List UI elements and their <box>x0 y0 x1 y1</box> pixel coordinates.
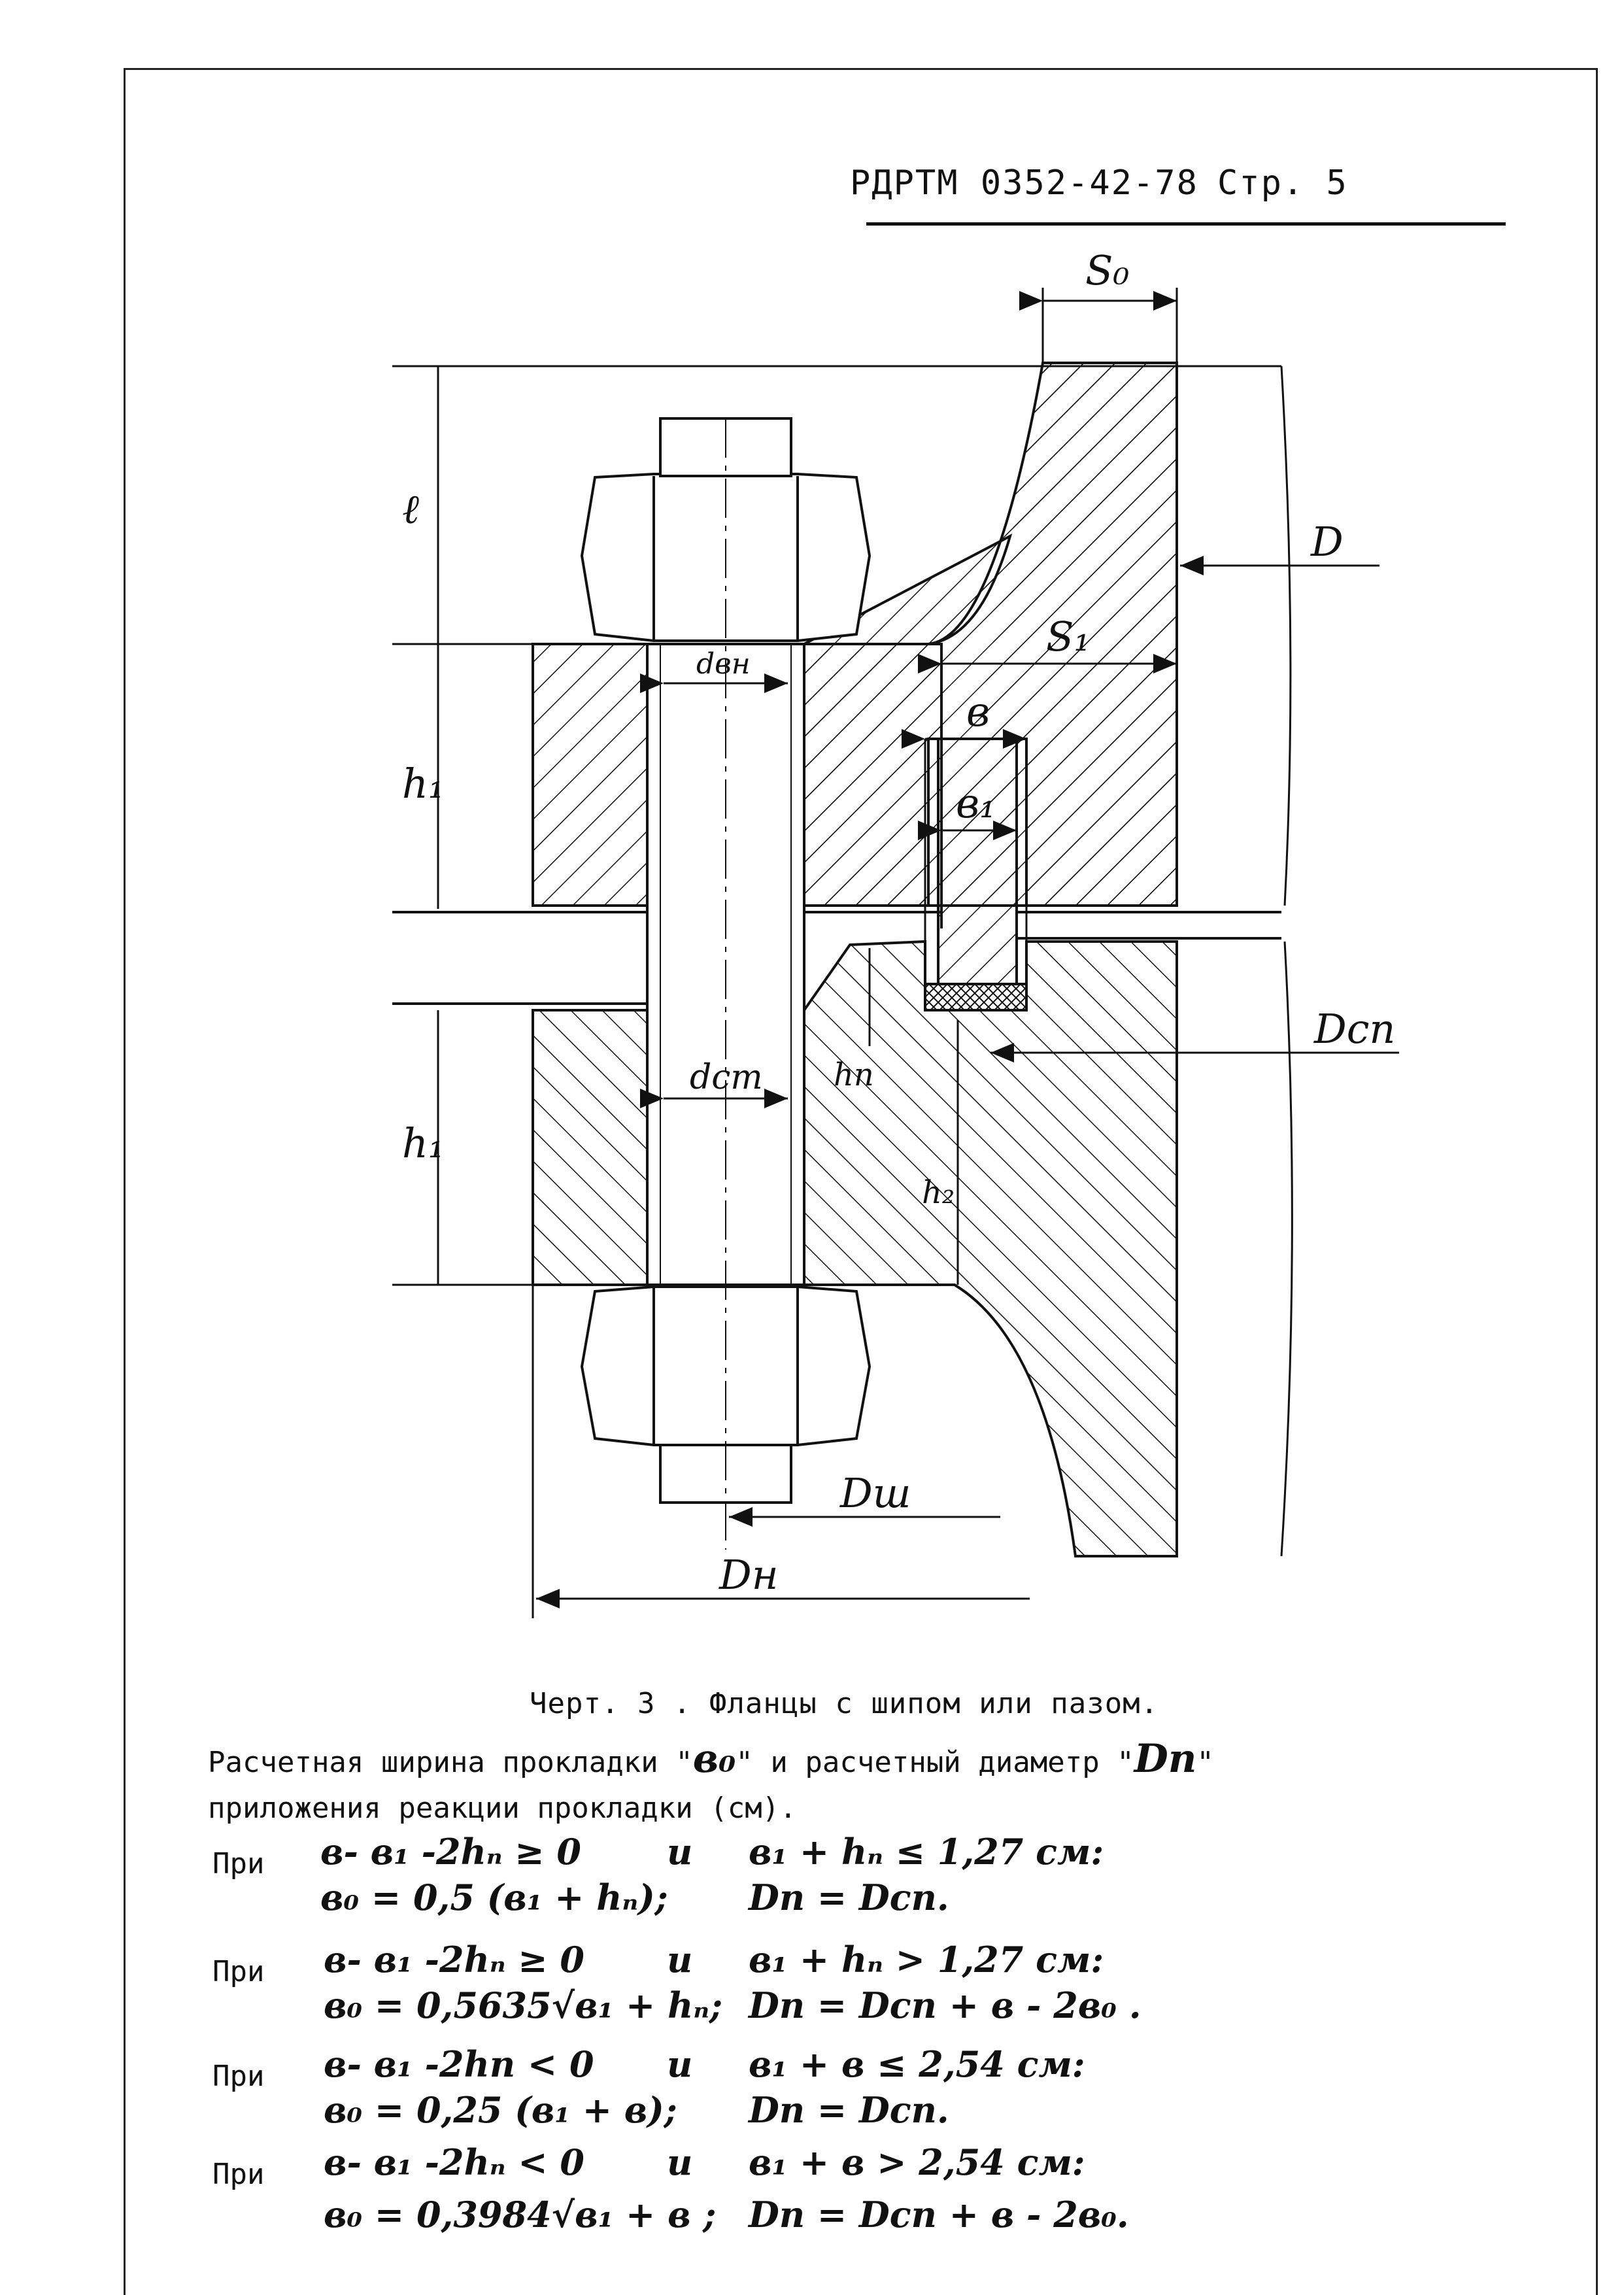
condition-2-f1: в₀ = 0,5635√в₁ + hₙ; <box>324 1984 723 2026</box>
frame-right-border <box>1596 68 1598 2295</box>
label-h1-bottom: h₁ <box>402 1119 445 1167</box>
intro-text-c: " и расчетный диаметр " <box>736 1746 1134 1779</box>
label-dsh: Dш <box>839 1469 911 1517</box>
label-dh: Dн <box>719 1551 779 1599</box>
header-rule <box>866 222 1506 226</box>
condition-4-f2: Dп = Dсп + в - 2в₀. <box>749 2194 1129 2236</box>
condition-1-label: При <box>212 1847 265 1880</box>
label-s0: S₀ <box>1085 246 1129 294</box>
label-d-stud: dст <box>690 1058 763 1097</box>
label-l: ℓ <box>402 485 419 533</box>
condition-3-label: При <box>212 2060 265 2093</box>
intro-b0: в₀ <box>692 1736 736 1782</box>
frame-top-border <box>124 68 1598 70</box>
condition-4-and: и <box>667 2141 693 2183</box>
condition-1-and: и <box>667 1831 693 1873</box>
condition-4-cond2: в₁ + в > 2,54 см: <box>749 2141 1085 2183</box>
condition-4-f1: в₀ = 0,3984√в₁ + в ; <box>324 2194 717 2236</box>
frame-left-border <box>124 68 126 2295</box>
intro-line-1: Расчетная ширина прокладки "в₀" и расчет… <box>208 1736 1214 1782</box>
condition-2-cond2: в₁ + hₙ > 1,27 см: <box>749 1939 1104 1980</box>
page-number: Стр. 5 <box>1217 163 1348 203</box>
intro-dn: Dп <box>1134 1736 1197 1782</box>
condition-1-cond2: в₁ + hₙ ≤ 1,27 см: <box>749 1831 1104 1873</box>
condition-2-f2: Dп = Dсп + в - 2в₀ . <box>749 1984 1142 2026</box>
label-b1: в₁ <box>956 779 996 827</box>
label-d: D <box>1310 518 1344 566</box>
condition-2-label: При <box>212 1955 265 1988</box>
intro-text-d: " <box>1196 1746 1214 1779</box>
condition-1-f1: в₀ = 0,5 (в₁ + hₙ); <box>320 1877 668 1918</box>
label-h2: h₂ <box>922 1174 955 1211</box>
document-code: РДРТМ 0352-42-78 <box>850 163 1198 203</box>
condition-3-cond: в- в₁ -2hn < 0 <box>324 2043 594 2085</box>
condition-3-and: и <box>667 2043 693 2085</box>
label-b: в <box>966 688 990 736</box>
label-dcn: Dсп <box>1313 1005 1395 1053</box>
intro-line-2: приложения реакции прокладки (см). <box>208 1792 797 1825</box>
condition-4-label: При <box>212 2158 265 2191</box>
condition-3-f2: Dп = Dсп. <box>749 2089 949 2131</box>
label-hn: hп <box>834 1057 874 1093</box>
label-s1: S₁ <box>1046 613 1090 660</box>
intro-text-a: Расчетная ширина прокладки " <box>208 1746 693 1779</box>
condition-2-cond: в- в₁ -2hₙ ≥ 0 <box>324 1939 584 1980</box>
label-d-bolt-hole: dвн <box>696 647 751 681</box>
condition-4-cond: в- в₁ -2hₙ < 0 <box>324 2141 584 2183</box>
condition-2-and: и <box>667 1939 693 1980</box>
condition-3-f1: в₀ = 0,25 (в₁ + в); <box>324 2089 677 2131</box>
flange-drawing: S₀ D S₁ в в₁ ℓ h₁ h₁ dвн dст hп h₂ Dсп D… <box>392 246 1399 1618</box>
label-h1-top: h₁ <box>402 760 445 808</box>
condition-3-cond2: в₁ + в ≤ 2,54 см: <box>749 2043 1085 2085</box>
condition-1-cond: в- в₁ -2hₙ ≥ 0 <box>320 1831 581 1873</box>
page-header: РДРТМ 0352-42-78 Стр. 5 <box>850 163 1504 203</box>
figure-caption: Черт. 3 . Фланцы с шипом или пазом. <box>530 1687 1159 1720</box>
condition-1-f2: Dп = Dсп. <box>749 1877 949 1918</box>
